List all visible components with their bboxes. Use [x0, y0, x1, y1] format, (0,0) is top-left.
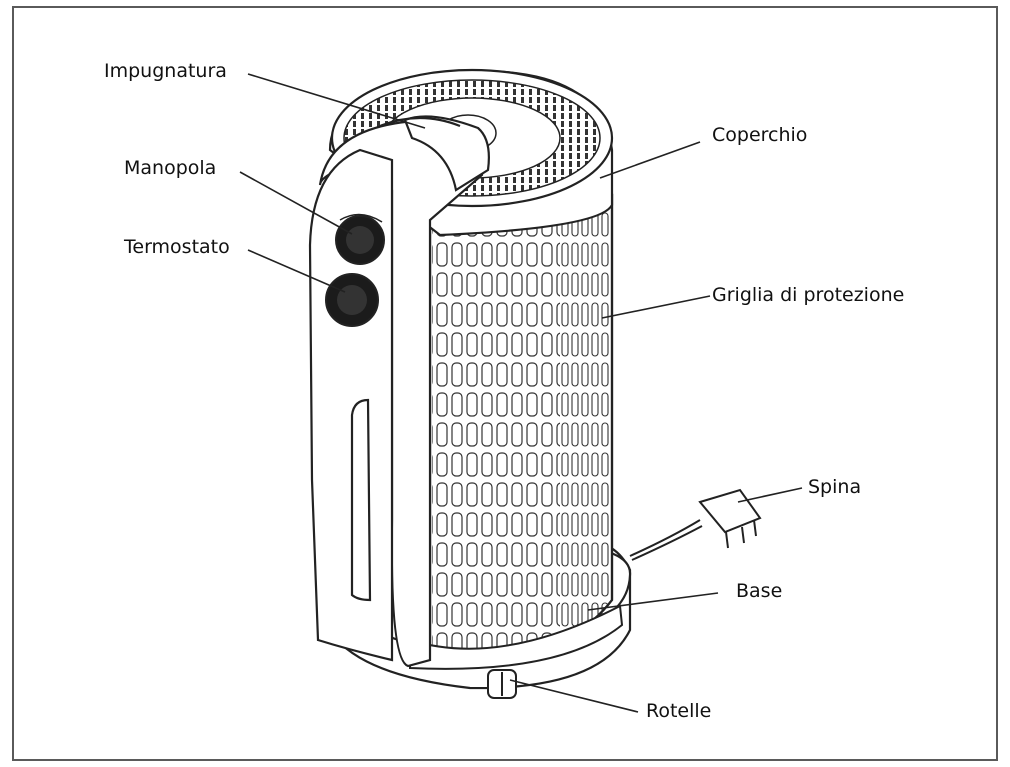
- label-griglia: Griglia di protezione: [712, 284, 905, 306]
- plug: [629, 488, 762, 561]
- label-coperchio: Coperchio: [712, 124, 808, 146]
- leader-griglia: [601, 295, 711, 319]
- label-rotelle: Rotelle: [646, 700, 712, 722]
- leader-manopola: [239, 171, 353, 235]
- termostato-knob: [325, 273, 379, 327]
- control-column: [308, 115, 490, 668]
- leader-lines: [239, 73, 803, 713]
- leader-base: [587, 592, 719, 611]
- wheel: [487, 669, 517, 699]
- label-spina: Spina: [808, 476, 862, 498]
- leader-spina: [737, 487, 803, 503]
- label-impugnatura: Impugnatura: [104, 60, 227, 82]
- leader-rotelle: [509, 679, 639, 713]
- leader-impugnatura: [247, 73, 426, 129]
- label-base: Base: [736, 580, 783, 602]
- leader-termostato: [247, 249, 346, 293]
- diagram-frame: [12, 6, 998, 761]
- label-termostato: Termostato: [124, 236, 230, 258]
- protection-grid: [409, 193, 624, 670]
- label-manopola: Manopola: [124, 157, 217, 179]
- leader-coperchio: [599, 141, 701, 179]
- manopola-knob: [335, 213, 385, 265]
